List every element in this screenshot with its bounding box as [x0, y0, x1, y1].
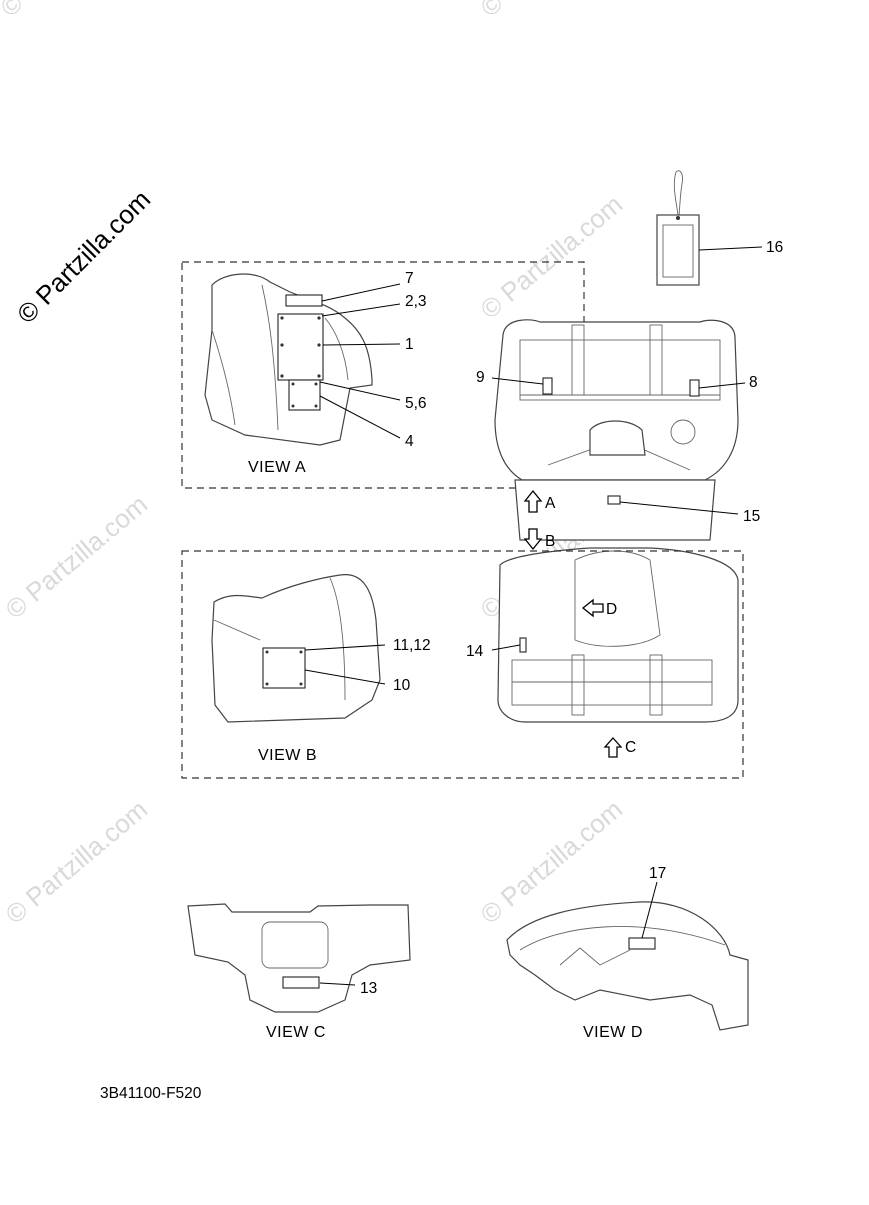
view-c-label: VIEW C [266, 1024, 326, 1041]
callout-2-3: 2,3 [405, 293, 427, 310]
callout-5-6: 5,6 [405, 395, 427, 412]
brand-watermark: © Partzilla.com [11, 184, 156, 329]
svg-text:C: C [625, 739, 636, 756]
view-arrow-b: B [523, 528, 555, 551]
watermark-text: © Partzilla.com [475, 0, 628, 23]
callout-13: 13 [360, 980, 377, 997]
atv-top-view [494, 319, 739, 723]
view-d-label: VIEW D [583, 1024, 643, 1041]
callout-7: 7 [405, 270, 414, 287]
callout-10: 10 [393, 677, 411, 694]
callout-9: 9 [476, 369, 485, 386]
view-a-fender: 7 2,3 1 5,6 4 [204, 270, 427, 450]
view-arrow-c: C [603, 737, 636, 758]
callout-17: 17 [649, 865, 666, 882]
callout-11-12: 11,12 [393, 637, 431, 654]
view-b-fender: 11,12 10 [211, 574, 431, 723]
callout-8: 8 [749, 374, 758, 391]
hang-tag: 16 [656, 170, 783, 286]
watermark-text: © Partzilla.com [0, 794, 153, 930]
view-arrow-a: A [523, 489, 556, 513]
view-a-label: VIEW A [248, 459, 306, 476]
svg-text:B: B [545, 533, 555, 550]
svg-text:D: D [606, 601, 617, 618]
watermark-text: © Partzilla.com [475, 189, 628, 325]
callout-4: 4 [405, 433, 414, 450]
view-d-panel: 17 [506, 865, 749, 1031]
watermark-text: © Partzilla.com [0, 0, 148, 23]
callout-14: 14 [466, 643, 484, 660]
view-arrow-d: D [581, 598, 617, 618]
view-b-label: VIEW B [258, 747, 317, 764]
watermark-text: © Partzilla.com [0, 489, 153, 625]
callout-1: 1 [405, 336, 414, 353]
view-c-panel: 13 [187, 903, 411, 1013]
callout-16: 16 [766, 239, 783, 256]
view-b-frame [181, 550, 744, 779]
callout-15: 15 [743, 508, 760, 525]
diagram-code: 3B41100-F520 [100, 1085, 202, 1102]
svg-text:A: A [545, 495, 556, 512]
